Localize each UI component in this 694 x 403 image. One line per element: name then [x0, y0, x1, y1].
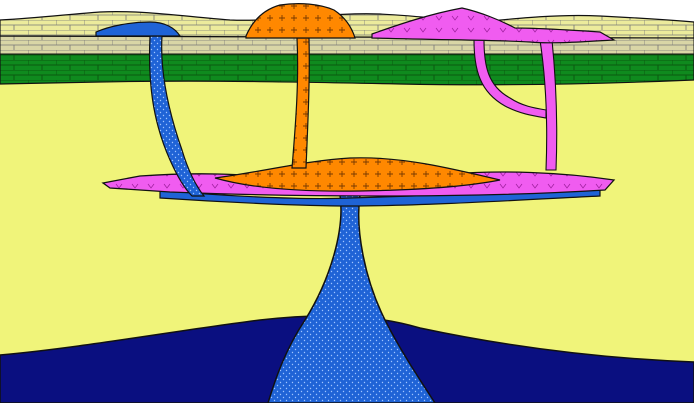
orange-surface-dome-pattern	[246, 4, 355, 38]
green-strata-pattern	[0, 52, 694, 85]
